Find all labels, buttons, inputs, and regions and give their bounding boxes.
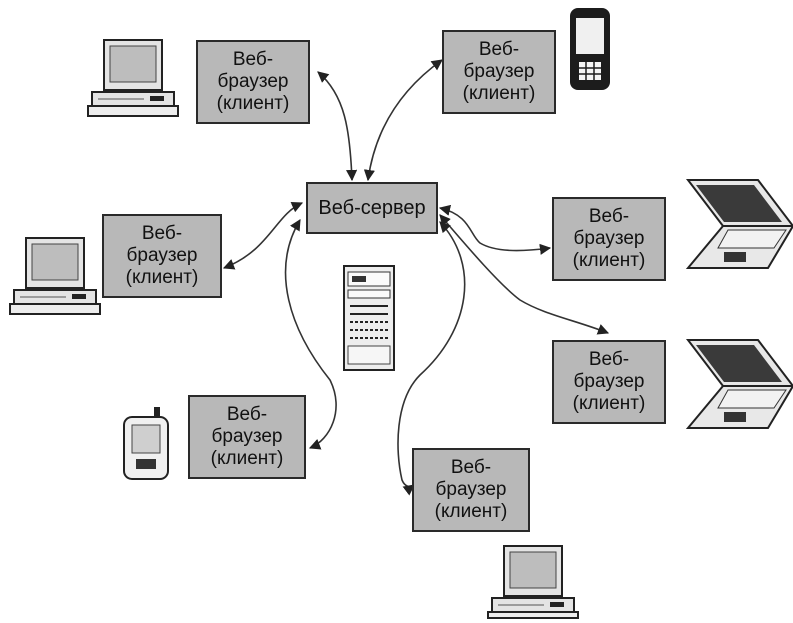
browser-client-box-right-1: Веб- браузер (клиент) <box>552 197 666 281</box>
client-label-line2: браузер <box>573 371 645 392</box>
client-label-line1: Веб- <box>478 39 520 60</box>
client-label-line2: браузер <box>435 479 507 500</box>
server-tower-icon <box>343 265 395 371</box>
connection-arrow-bottom-left <box>284 219 337 450</box>
connection-arrow-right-1 <box>438 204 552 255</box>
client-label-line3: (клиент) <box>125 267 199 288</box>
laptop-icon <box>685 179 793 269</box>
connection-arrow-right-2 <box>439 214 610 335</box>
client-label-line3: (клиент) <box>434 501 508 522</box>
browser-client-box-right-2: Веб- браузер (клиент) <box>552 340 666 424</box>
client-label-line3: (клиент) <box>572 250 646 271</box>
connection-arrow-top-right <box>363 59 443 182</box>
connection-arrow-bottom-center <box>397 221 466 496</box>
desktop-computer-icon <box>487 545 579 619</box>
browser-client-box-top-right: Веб- браузер (клиент) <box>442 30 556 114</box>
client-label-line2: браузер <box>573 228 645 249</box>
client-label-line1: Веб- <box>226 404 268 425</box>
connection-arrow-mid-left <box>222 201 304 270</box>
client-label-line1: Веб- <box>141 223 183 244</box>
browser-client-box-top-left: Веб- браузер (клиент) <box>196 40 310 124</box>
pda-icon <box>123 407 169 480</box>
desktop-computer-icon <box>9 237 101 315</box>
client-label-line2: браузер <box>217 71 289 92</box>
client-label-line1: Веб- <box>588 206 630 227</box>
browser-client-box-mid-left: Веб- браузер (клиент) <box>102 214 222 298</box>
client-label-line3: (клиент) <box>462 83 536 104</box>
client-label-line2: браузер <box>211 426 283 447</box>
web-server-label: Веб-сервер <box>318 197 426 219</box>
connection-arrow-top-left <box>317 71 358 182</box>
client-label-line1: Веб- <box>588 349 630 370</box>
laptop-icon <box>685 339 793 429</box>
browser-client-box-bottom-left: Веб- браузер (клиент) <box>188 395 306 479</box>
client-label-line3: (клиент) <box>216 93 290 114</box>
client-label-line3: (клиент) <box>210 448 284 469</box>
browser-client-box-bottom-center: Веб- браузер (клиент) <box>412 448 530 532</box>
client-label-line2: браузер <box>126 245 198 266</box>
client-label-line1: Веб- <box>232 49 274 70</box>
client-label-line3: (клиент) <box>572 393 646 414</box>
web-server-box: Веб-сервер <box>306 182 438 234</box>
client-label-line1: Веб- <box>450 457 492 478</box>
client-label-line2: браузер <box>463 61 535 82</box>
mobile-phone-icon <box>570 8 610 90</box>
desktop-computer-icon <box>87 39 179 117</box>
